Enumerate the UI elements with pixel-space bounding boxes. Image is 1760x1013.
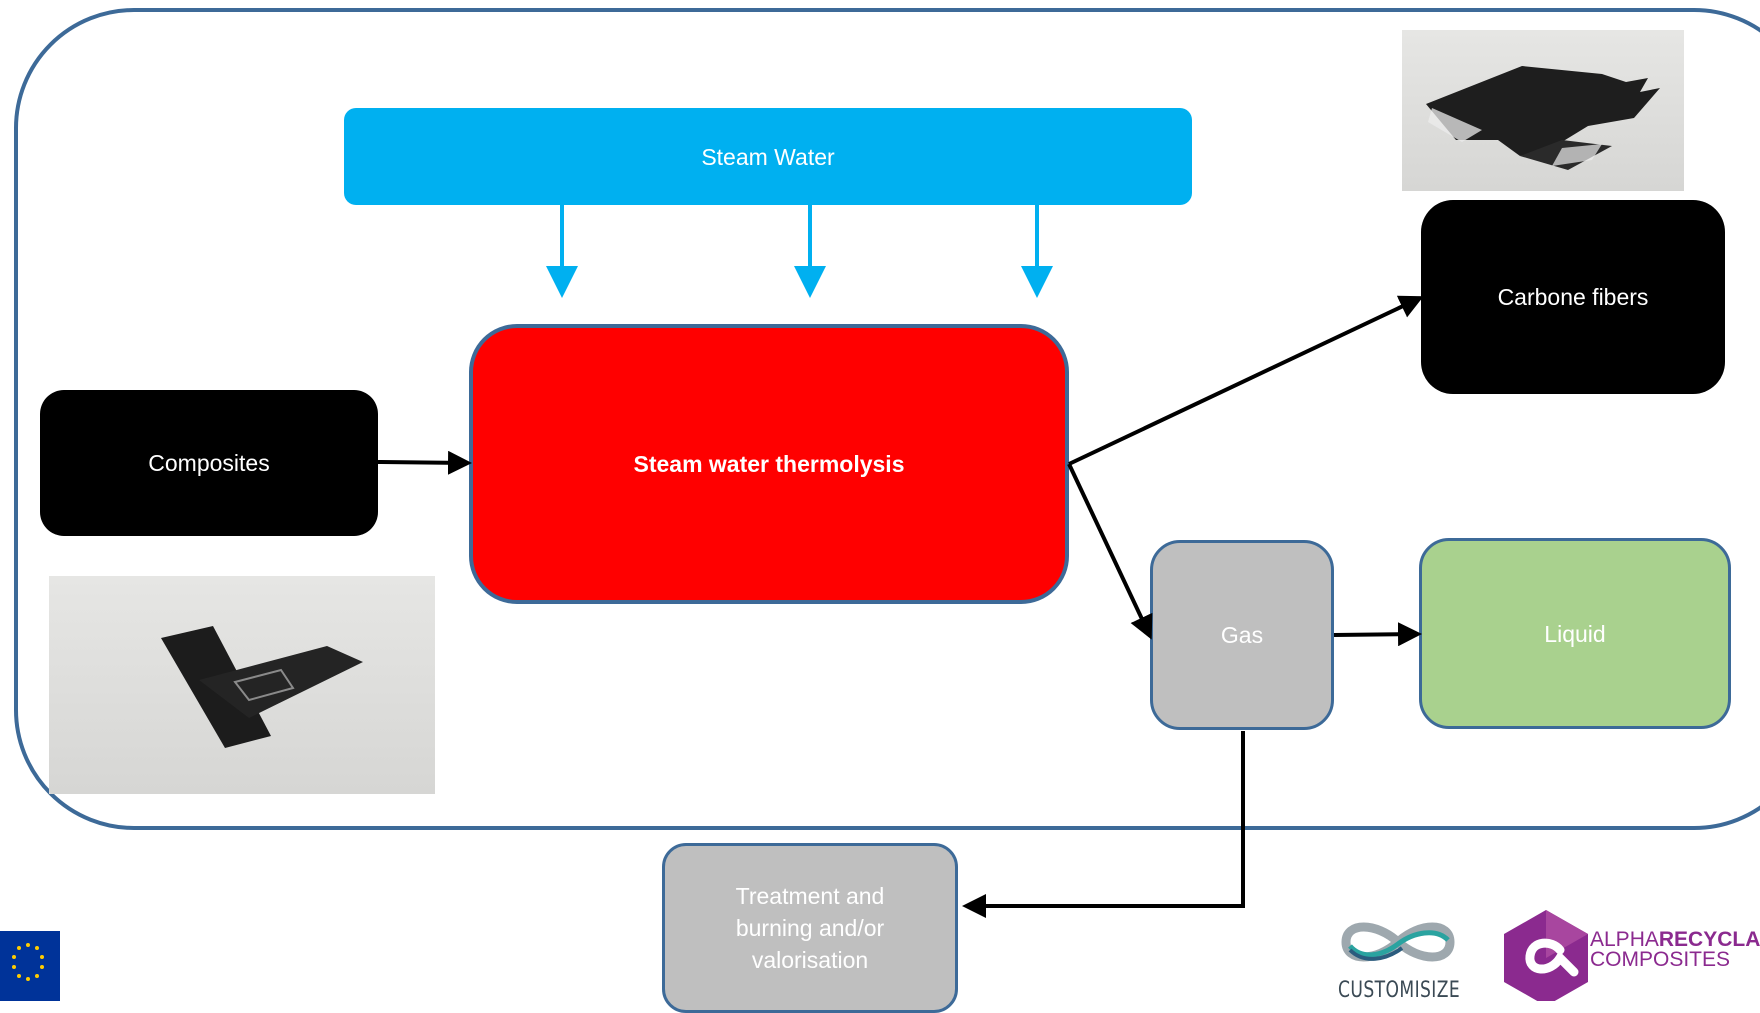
composites-label: Composites <box>148 450 270 476</box>
eu-flag-logo <box>0 931 60 1001</box>
steam-water-box: Steam Water <box>344 108 1192 205</box>
steam-thermolysis-box: Steam water thermolysis <box>469 324 1069 604</box>
alpharecycle-logo <box>1494 906 1598 1006</box>
steam-thermolysis-label: Steam water thermolysis <box>633 451 905 477</box>
liquid-label: Liquid <box>1544 620 1606 647</box>
gas-box: Gas <box>1150 540 1334 730</box>
gas-to-treatment-arrow <box>962 731 1245 918</box>
composites-box: Composites <box>40 390 378 536</box>
composites-photo <box>49 576 435 794</box>
customsize-wordmark: CUSTOMISIZE <box>1338 978 1461 1003</box>
alpharecycle-line2: COMPOSITES <box>1590 948 1731 971</box>
steam-water-label: Steam Water <box>701 143 835 170</box>
gas-label: Gas <box>1220 622 1264 648</box>
thermolysis-to-carbon-arrow <box>1068 295 1424 466</box>
alpharecycle-line1: ALPHARECYCLA <box>1590 928 1760 951</box>
treatment-label: Treatment and burning and/or valorisatio… <box>735 883 885 973</box>
thermolysis-to-gas-arrow <box>1067 463 1153 640</box>
alpharecycle-wordmark: ALPHARECYCLA COMPOSITES <box>1590 928 1760 971</box>
alpharecycle-alpha: ALPHA <box>1590 928 1659 951</box>
carbon-fibers-box: Carbone fibers <box>1421 200 1725 394</box>
liquid-box: Liquid <box>1419 538 1731 729</box>
carbon-fibers-label: Carbone fibers <box>1497 284 1649 310</box>
composites-to-thermolysis-arrow <box>377 450 472 475</box>
alpharecycle-recycla: RECYCLA <box>1658 928 1760 951</box>
treatment-box: Treatment and burning and/or valorisatio… <box>662 843 958 1013</box>
gas-to-liquid-arrow <box>1333 622 1422 647</box>
process-frame <box>14 8 1760 830</box>
customsize-logo: CUSTOMISIZE <box>1332 906 1464 1003</box>
carbon-fiber-photo <box>1402 30 1684 191</box>
